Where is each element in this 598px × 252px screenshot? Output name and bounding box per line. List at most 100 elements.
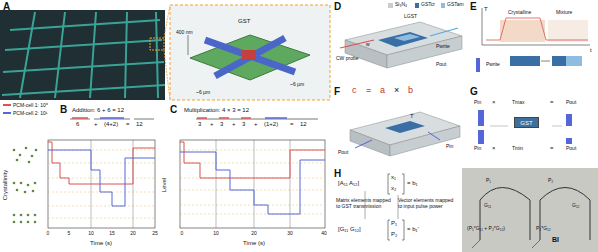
label-text: 15 xyxy=(109,231,115,237)
drawing-part xyxy=(34,214,37,217)
drawing-part xyxy=(388,3,393,8)
label-text: ~6 µm xyxy=(196,90,210,96)
label-text: Pin xyxy=(446,144,453,150)
drawing-part xyxy=(482,8,590,45)
drawing-part xyxy=(196,119,318,120)
label-text: Matrix elements mapped to GST transmissi… xyxy=(336,198,392,209)
label-text: = xyxy=(366,86,371,96)
panel-e-plot xyxy=(476,8,590,72)
drawing-part xyxy=(265,117,287,119)
drawing-part xyxy=(16,189,19,192)
label-text: Tmax xyxy=(512,100,525,106)
drawing-part xyxy=(34,221,37,224)
drawing-part xyxy=(27,214,30,217)
label-text: × xyxy=(492,145,496,152)
label-text: Vector elements mapped to input pulse po… xyxy=(398,198,454,209)
drawing-part xyxy=(16,159,19,162)
drawing-part xyxy=(32,190,35,193)
panel-letter: E xyxy=(470,1,477,12)
label-text: BI xyxy=(552,236,559,244)
label-text: 20 xyxy=(251,231,257,237)
label-text: (P₁*G₁₁ + P₂*G₁₂) xyxy=(467,226,505,232)
legend-swatch xyxy=(3,112,11,114)
label-text: c xyxy=(352,86,357,96)
drawing-part xyxy=(350,130,390,156)
label-text: = xyxy=(126,121,130,128)
label-text: t xyxy=(590,47,592,54)
label-text: [A₁₁ A₁₂] xyxy=(338,180,359,187)
drawing-part xyxy=(48,140,155,228)
label-text: (1+2) xyxy=(264,121,278,128)
label-text: P₂ xyxy=(548,178,553,184)
panel-letter: F xyxy=(334,86,340,97)
label-text: 40 xyxy=(321,231,327,237)
drawing-part xyxy=(394,34,420,41)
label-text: + xyxy=(232,121,236,128)
drawing-part xyxy=(13,149,16,152)
drawing-part xyxy=(48,142,155,184)
panel-letter: B xyxy=(60,104,67,115)
drawing-part xyxy=(215,38,285,76)
drawing-part xyxy=(242,50,256,60)
label-text: Mixture xyxy=(556,10,572,16)
label-text: Pwrite xyxy=(436,44,450,50)
label-text: G₁₂ xyxy=(572,203,580,209)
drawing-part xyxy=(180,152,325,214)
drawing-part xyxy=(385,121,425,133)
panel-letter: H xyxy=(334,168,341,179)
label-text: Pout xyxy=(436,62,446,68)
label-text: 400 nm xyxy=(176,30,193,36)
legend-swatch xyxy=(3,104,11,106)
drawing-part xyxy=(0,10,165,100)
drawing-part xyxy=(31,155,34,158)
panel-letter: G xyxy=(470,86,478,97)
drawing-part xyxy=(552,56,582,66)
drawing-part xyxy=(13,221,16,224)
label-text: w xyxy=(366,42,370,48)
label-text: Pin xyxy=(474,146,481,152)
label-text: Pin xyxy=(474,100,481,106)
drawing-part xyxy=(566,114,572,126)
label-text: 3 xyxy=(242,121,245,128)
label-text: Crystallinity xyxy=(2,170,9,201)
label-text: 12 xyxy=(300,121,307,128)
drawing-part xyxy=(13,214,16,217)
drawing-part xyxy=(472,240,540,248)
label-text: = xyxy=(550,145,554,152)
label-text: a xyxy=(380,86,385,96)
label-text: GSTam xyxy=(447,2,464,8)
node-text: GST xyxy=(515,120,538,126)
drawing-part xyxy=(388,220,404,240)
drawing-part xyxy=(478,110,484,126)
drawing-part xyxy=(441,3,445,8)
drawing-part xyxy=(20,182,23,185)
label-text: Crystalline xyxy=(508,10,531,16)
drawing-part xyxy=(2,12,165,98)
label-text: Pwrite xyxy=(486,62,500,68)
panel-letter: D xyxy=(334,1,341,12)
label-text: = b₁ xyxy=(407,180,418,187)
label-text: Multiplication: 4 × 3 = 12 xyxy=(184,107,249,114)
drawing-part xyxy=(462,168,598,252)
drawing-part xyxy=(35,149,38,152)
label-text: 12 xyxy=(136,121,143,128)
drawing-part xyxy=(197,117,251,119)
drawing-part xyxy=(355,140,372,148)
drawing-part xyxy=(216,140,290,228)
drawing-part xyxy=(180,140,325,228)
label-text: 10 xyxy=(213,231,219,237)
label-text: 5 xyxy=(68,231,71,237)
drawing-part xyxy=(500,20,545,42)
label-text: = b₁′ xyxy=(407,226,419,233)
drawing-part xyxy=(150,38,164,50)
drawing-part xyxy=(476,58,480,72)
label-text: G₁₁ xyxy=(484,203,491,209)
label-text: 0 xyxy=(47,231,50,237)
label-text: (4+2) xyxy=(104,121,118,128)
drawing-part xyxy=(510,56,540,66)
drawing-part xyxy=(566,56,582,66)
label-text: × xyxy=(492,99,496,106)
label-text: 3 xyxy=(198,121,201,128)
label-text: P₁ xyxy=(391,220,397,227)
label-text: Pout xyxy=(566,146,576,152)
